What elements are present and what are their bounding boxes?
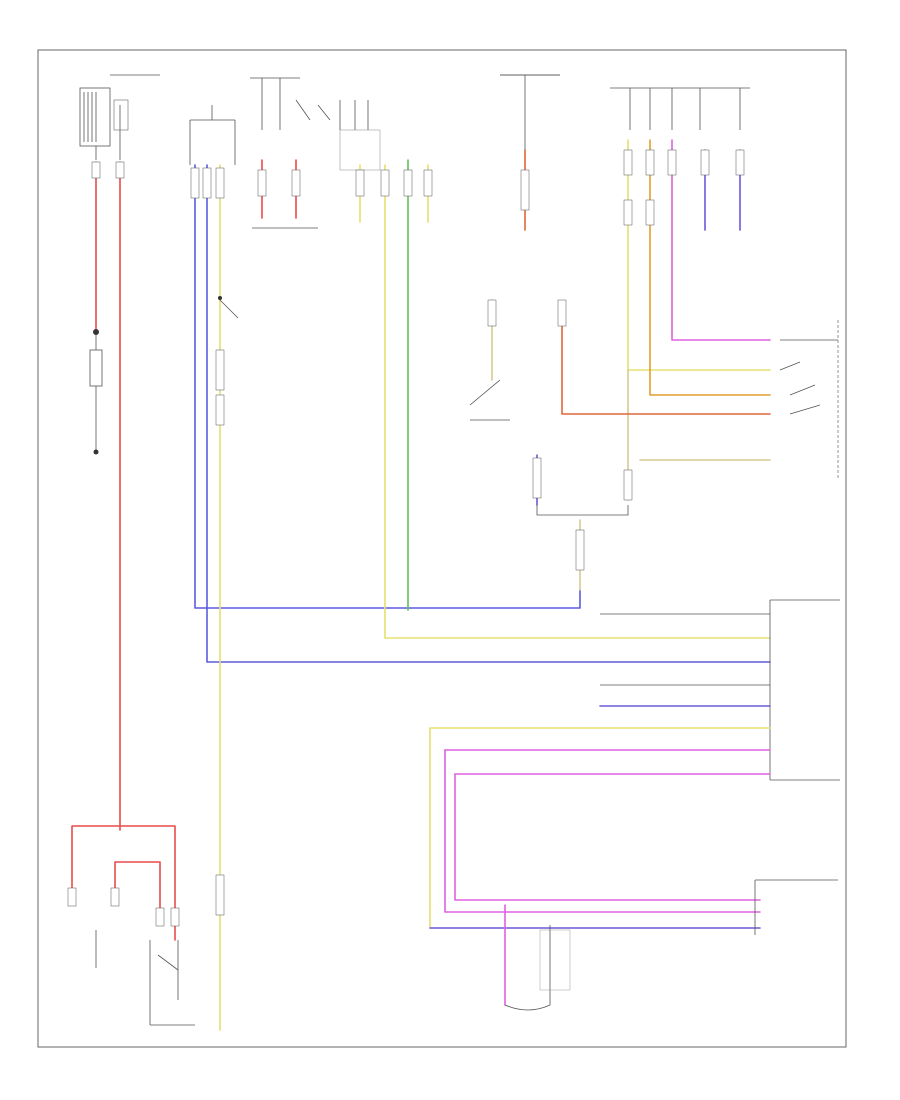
powertrain-control-module <box>429 599 840 781</box>
brake-switch-wiring <box>469 74 771 591</box>
diagram-frame <box>37 49 847 1048</box>
battery-junction-box <box>79 74 160 160</box>
clutch-switch <box>215 296 239 916</box>
battery-feed-wires <box>91 161 125 831</box>
battery <box>89 329 103 455</box>
ignition-switch <box>189 77 381 171</box>
starter-relay-box <box>67 825 195 1026</box>
transmission-harness <box>429 727 761 1011</box>
body-control-module-top <box>500 74 771 501</box>
transmission-range-switch-box <box>779 320 839 480</box>
ignition-wires <box>190 159 771 1031</box>
transmission-module <box>754 879 838 935</box>
